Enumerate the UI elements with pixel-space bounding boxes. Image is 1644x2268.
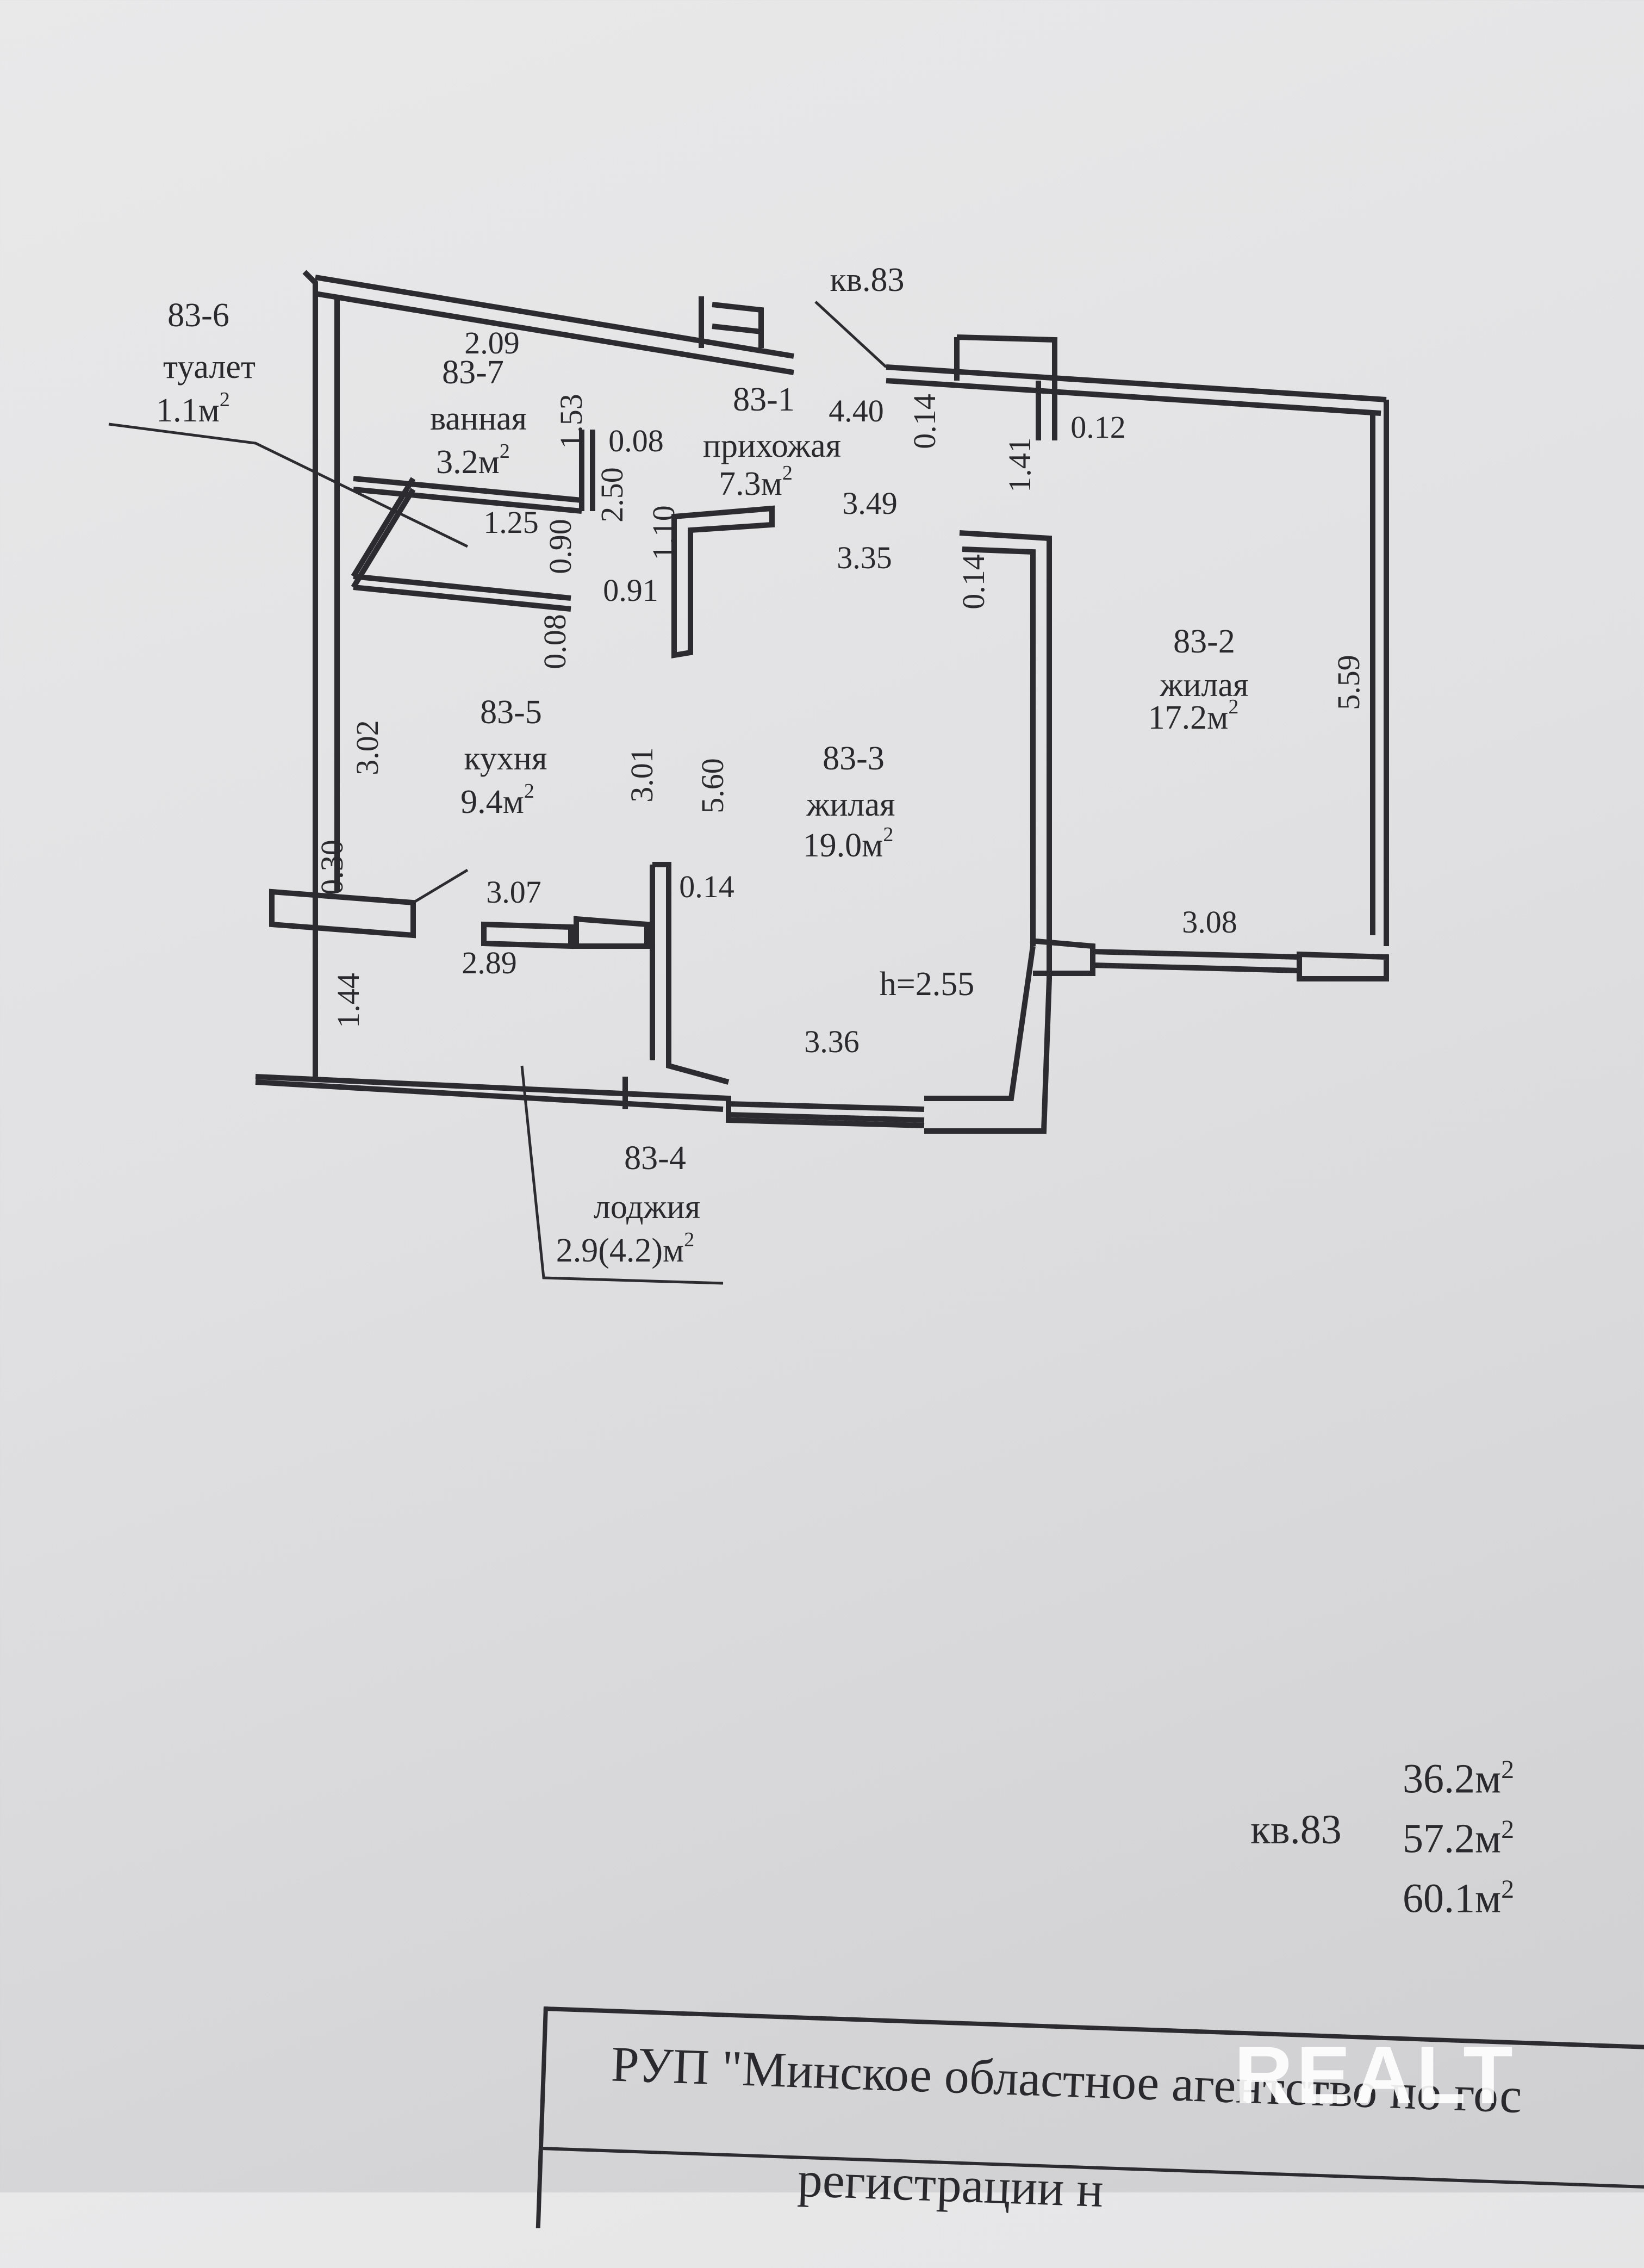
total-with-loggia: 60.1м2 — [1403, 1875, 1515, 1922]
realt-watermark: REALT — [1234, 2029, 1516, 2121]
apartment-label: кв.83 — [830, 262, 905, 299]
room-83-7-id: 83-7 — [442, 354, 504, 391]
dim-3-08: 3.08 — [1182, 904, 1237, 940]
room-83-6-id: 83-6 — [167, 297, 229, 334]
room-83-6-area: 1.1м2 — [156, 388, 230, 429]
wall-top-right — [886, 364, 1387, 416]
room-83-3-area: 19.0м2 — [803, 823, 894, 864]
dim-0-30: 0.30 — [314, 840, 350, 895]
room-83-4-id: 83-4 — [624, 1140, 686, 1177]
dim-2-50: 2.50 — [594, 467, 630, 523]
total-living: 36.2м2 — [1403, 1755, 1515, 1802]
dim-3-36: 3.36 — [804, 1024, 860, 1059]
leader-lines — [108, 301, 887, 1285]
dim-5-60: 5.60 — [695, 758, 730, 813]
dim-1-10: 1.10 — [646, 505, 681, 561]
dim-0-08-top: 0.08 — [608, 423, 664, 458]
dim-0-91: 0.91 — [603, 573, 658, 608]
room-83-2-id: 83-2 — [1173, 623, 1235, 660]
dim-0-90: 0.90 — [543, 519, 578, 574]
ceiling-height: h=2.55 — [880, 966, 974, 1003]
dim-1-44: 1.44 — [331, 973, 366, 1028]
dim-0-12: 0.12 — [1070, 409, 1126, 445]
dim-1-53: 1.53 — [553, 394, 589, 449]
plan-walls — [255, 270, 1389, 1134]
room-83-7-name: ванная — [430, 400, 527, 437]
floor-plan: 83-6 туалет 1.1м2 83-7 ванная 3.2м2 83-1… — [108, 262, 1389, 1285]
room-labels: 83-6 туалет 1.1м2 83-7 ванная 3.2м2 83-1… — [156, 262, 1248, 1269]
room-83-6-name: туалет — [163, 349, 256, 386]
dim-1-41: 1.41 — [1002, 437, 1037, 493]
room-83-1-area: 7.3м2 — [719, 462, 793, 502]
room-83-5-id: 83-5 — [480, 694, 542, 731]
dim-0-14-right: 0.14 — [956, 554, 991, 610]
dim-2-89: 2.89 — [462, 945, 517, 980]
dim-4-40: 4.40 — [829, 393, 884, 428]
room-83-2-area: 17.2м2 — [1148, 695, 1239, 736]
room-83-5-area: 9.4м2 — [460, 780, 534, 821]
dim-3-49: 3.49 — [842, 486, 898, 521]
room-83-1-id: 83-1 — [733, 381, 795, 418]
room-83-5-name: кухня — [464, 740, 547, 777]
room-83-3-name: жилая — [806, 786, 895, 823]
dim-3-35: 3.35 — [837, 540, 892, 575]
room-83-1-name: прихожая — [703, 427, 841, 464]
dim-2-09: 2.09 — [464, 325, 520, 361]
dim-0-08-mid: 0.08 — [537, 614, 572, 669]
wall-top-left — [315, 275, 794, 375]
room-83-4-name: лоджия — [594, 1189, 700, 1226]
room-83-7-area: 3.2м2 — [436, 440, 510, 481]
room-83-3-id: 83-3 — [823, 740, 885, 777]
dim-1-25: 1.25 — [483, 505, 539, 540]
room-83-4-area: 2.9(4.2)м2 — [556, 1228, 695, 1269]
dim-0-14-top: 0.14 — [907, 394, 942, 449]
totals-apartment-label: кв.83 — [1250, 1807, 1342, 1853]
dim-0-14-bottom: 0.14 — [679, 869, 734, 904]
dim-3-02: 3.02 — [350, 720, 385, 775]
room-83-2-name: жилая — [1160, 667, 1249, 704]
stamp-line-2: регистрации н — [796, 2151, 1105, 2218]
dim-3-07: 3.07 — [486, 874, 541, 910]
dimension-labels: 2.09 4.40 1.53 0.08 2.50 1.25 0.90 1.10 … — [314, 325, 1366, 1059]
dim-5-59: 5.59 — [1331, 655, 1366, 710]
total-area: 57.2м2 — [1403, 1815, 1515, 1862]
dim-3-01: 3.01 — [624, 747, 659, 803]
